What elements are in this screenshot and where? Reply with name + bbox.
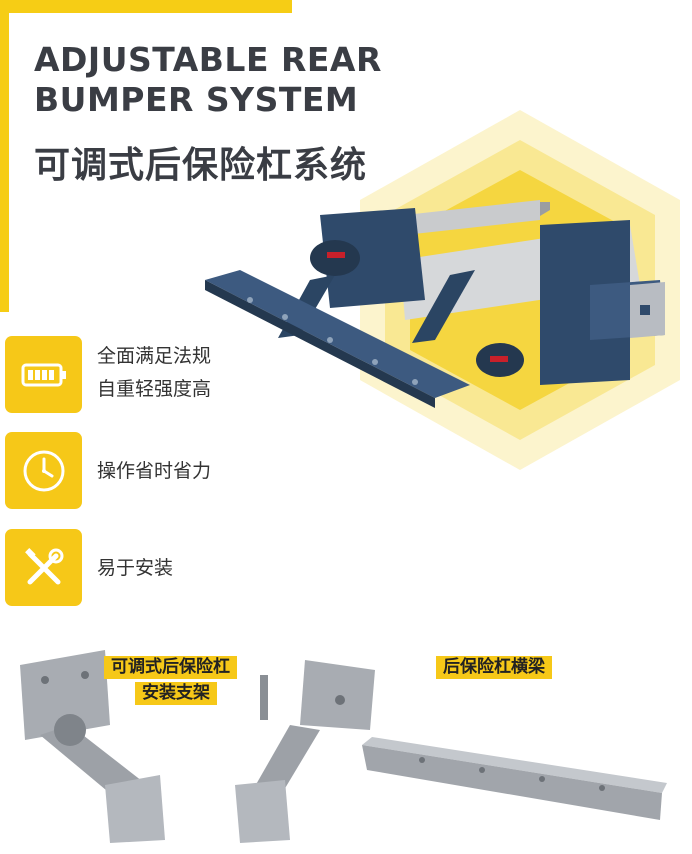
feature-text-easy-install: 易于安装 xyxy=(97,552,173,585)
title-en-line2: BUMPER SYSTEM xyxy=(34,80,359,119)
right-bracket-image xyxy=(300,660,375,730)
bracket-label-line2: 安装支架 xyxy=(135,682,217,705)
title-en-line1: ADJUSTABLE REAR xyxy=(34,40,382,79)
bumper-system-illustration xyxy=(205,110,680,470)
page-title-en: ADJUSTABLE REAR BUMPER SYSTEM xyxy=(34,40,454,120)
feature-2-line1: 操作省时省力 xyxy=(97,460,212,482)
feature-text-regulation: 全面满足法规 自重轻强度高 xyxy=(97,340,211,406)
clock-icon xyxy=(23,450,64,491)
top-accent-bar xyxy=(0,0,292,13)
page-title-cn: 可调式后保险杠系统 xyxy=(34,145,368,186)
feature-1-line2: 自重轻强度高 xyxy=(97,378,212,400)
feature-3-line1: 易于安装 xyxy=(97,557,174,579)
feature-battery-badge xyxy=(5,336,82,413)
battery-icon xyxy=(21,363,66,386)
crossbeam-image xyxy=(362,737,667,820)
feature-tools-badge xyxy=(5,529,82,606)
feature-text-time-saving: 操作省时省力 xyxy=(97,455,211,488)
tools-icon xyxy=(24,547,63,584)
side-accent-bar xyxy=(0,0,9,312)
bracket-label-line1: 可调式后保险杠 xyxy=(104,656,237,679)
left-bracket-image xyxy=(20,650,165,843)
feature-clock-badge xyxy=(5,432,82,509)
crossbeam-label: 后保险杠横梁 xyxy=(436,656,552,679)
feature-1-line1: 全面满足法规 xyxy=(97,345,212,367)
